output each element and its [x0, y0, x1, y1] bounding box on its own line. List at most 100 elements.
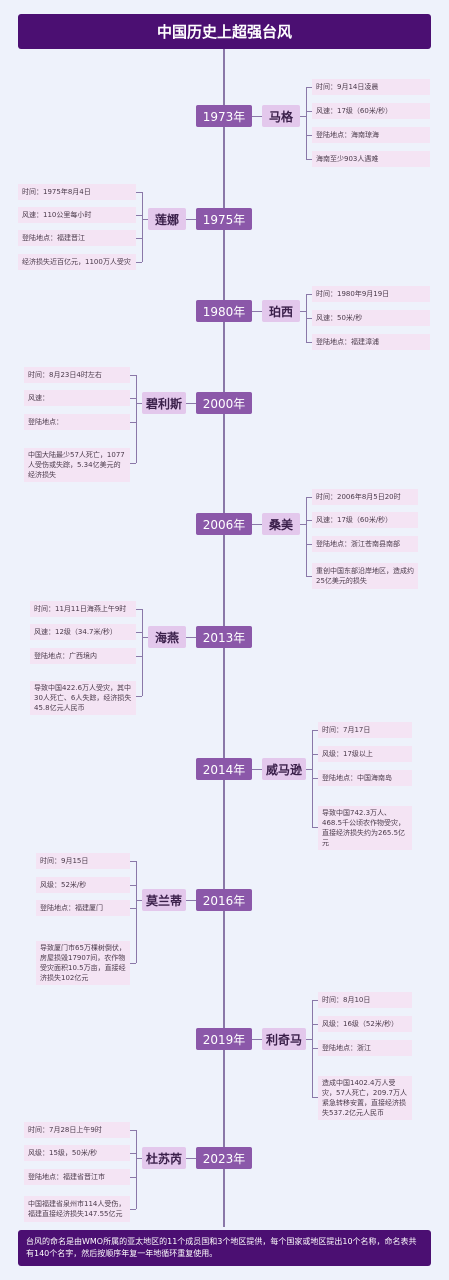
connector-line — [186, 403, 196, 404]
detail-item: 登陆地点：浙江 — [318, 1040, 412, 1056]
year-label: 2000年 — [196, 392, 252, 414]
bracket-tick — [130, 1177, 136, 1178]
bracket-tick — [130, 463, 136, 464]
connector-line — [142, 219, 148, 220]
bracket-line — [306, 497, 307, 576]
detail-item: 登陆地点：广西境内 — [30, 648, 136, 664]
detail-item: 风级：17级以上 — [318, 746, 412, 762]
detail-item: 中国大陆最少57人死亡，1077人受伤或失踪，5.34亿美元的经济损失 — [24, 448, 130, 482]
year-label: 2023年 — [196, 1147, 252, 1169]
connector-line — [252, 524, 262, 525]
bracket-tick — [136, 215, 142, 216]
typhoon-name: 海燕 — [148, 626, 186, 648]
connector-line — [252, 769, 262, 770]
bracket-tick — [136, 632, 142, 633]
detail-item: 登陆地点： — [24, 414, 130, 430]
detail-item: 登陆地点：中国海南岛 — [318, 770, 412, 786]
detail-item: 时间：9月14日凌晨 — [312, 79, 430, 95]
bracket-tick — [130, 422, 136, 423]
bracket-tick — [136, 238, 142, 239]
bracket-tick — [130, 1130, 136, 1131]
detail-item: 时间：1975年8月4日 — [18, 184, 136, 200]
bracket-tick — [130, 963, 136, 964]
detail-item: 登陆地点：福建漳浦 — [312, 334, 430, 350]
detail-item: 重创中国东部沿岸地区，造成约25亿美元的损失 — [312, 563, 418, 589]
detail-item: 风速： — [24, 390, 130, 406]
detail-item: 导致厦门市65万棵树倒伏，房屋损毁17907间，农作物受灾面积10.5万亩，直接… — [36, 941, 130, 985]
bracket-tick — [130, 861, 136, 862]
typhoon-name: 威马逊 — [262, 758, 306, 780]
typhoon-name: 莲娜 — [148, 208, 186, 230]
bracket-tick — [306, 544, 312, 545]
detail-item: 风级：15级，50米/秒 — [24, 1145, 130, 1161]
detail-item: 中国福建省泉州市114人受伤，福建直接经济损失147.55亿元 — [24, 1196, 130, 1222]
bracket-tick — [306, 497, 312, 498]
page-title: 中国历史上超强台风 — [18, 14, 431, 49]
bracket-line — [136, 1130, 137, 1209]
connector-line — [136, 403, 142, 404]
connector-line — [306, 769, 312, 770]
connector-line — [300, 311, 306, 312]
detail-item: 风速：17级（60米/秒） — [312, 512, 418, 528]
detail-item: 时间：9月15日 — [36, 853, 130, 869]
bracket-tick — [312, 778, 318, 779]
year-label: 2013年 — [196, 626, 252, 648]
bracket-tick — [130, 375, 136, 376]
typhoon-name: 莫兰蒂 — [142, 889, 186, 911]
bracket-tick — [306, 520, 312, 521]
bracket-tick — [136, 192, 142, 193]
connector-line — [252, 1039, 262, 1040]
bracket-line — [306, 87, 307, 159]
bracket-tick — [306, 159, 312, 160]
bracket-tick — [306, 318, 312, 319]
connector-line — [252, 311, 262, 312]
year-label: 1975年 — [196, 208, 252, 230]
detail-item: 时间：8月23日4时左右 — [24, 367, 130, 383]
typhoon-name: 碧利斯 — [142, 392, 186, 414]
typhoon-name: 利奇马 — [262, 1028, 306, 1050]
footer-note: 台风的命名是由WMO所属的亚太地区的11个成员国和3个地区提供，每个国家或地区提… — [18, 1230, 431, 1266]
detail-item: 导致中国742.3万人、468.5千公顷农作物受灾，直接经济损失约为265.5亿… — [318, 806, 412, 850]
detail-item: 登陆地点：海南琼海 — [312, 127, 430, 143]
bracket-tick — [136, 696, 142, 697]
bracket-tick — [306, 294, 312, 295]
bracket-tick — [312, 1097, 318, 1098]
detail-item: 风速：17级（60米/秒） — [312, 103, 430, 119]
detail-item: 时间：8月10日 — [318, 992, 412, 1008]
detail-item: 登陆地点：浙江苍南县南部 — [312, 536, 418, 552]
detail-item: 登陆地点：福建厦门 — [36, 900, 130, 916]
connector-line — [136, 900, 142, 901]
bracket-tick — [306, 342, 312, 343]
detail-item: 造成中国1402.4万人受灾，57人死亡，209.7万人紧急转移安置，直接经济损… — [318, 1076, 412, 1120]
typhoon-name: 桑美 — [262, 513, 300, 535]
bracket-tick — [306, 111, 312, 112]
detail-item: 登陆地点：福建晋江 — [18, 230, 136, 246]
bracket-tick — [136, 609, 142, 610]
bracket-line — [142, 609, 143, 696]
detail-item: 登陆地点：福建省晋江市 — [24, 1169, 130, 1185]
bracket-tick — [130, 885, 136, 886]
connector-line — [252, 116, 262, 117]
connector-line — [142, 637, 148, 638]
detail-item: 经济损失近百亿元，1100万人受灾 — [18, 254, 136, 270]
detail-item: 时间：11月11日海燕上午9时 — [30, 601, 136, 617]
year-label: 1980年 — [196, 300, 252, 322]
bracket-line — [142, 192, 143, 262]
detail-item: 风级：16级（52米/秒） — [318, 1016, 412, 1032]
bracket-tick — [130, 398, 136, 399]
typhoon-name: 珀西 — [262, 300, 300, 322]
bracket-tick — [306, 135, 312, 136]
bracket-tick — [312, 754, 318, 755]
connector-line — [186, 1158, 196, 1159]
connector-line — [186, 219, 196, 220]
bracket-tick — [306, 87, 312, 88]
bracket-tick — [130, 908, 136, 909]
bracket-tick — [312, 1000, 318, 1001]
bracket-tick — [130, 1153, 136, 1154]
bracket-tick — [312, 1048, 318, 1049]
detail-item: 风级：52米/秒 — [36, 877, 130, 893]
year-label: 2019年 — [196, 1028, 252, 1050]
connector-line — [186, 900, 196, 901]
detail-item: 风速：110公里每小时 — [18, 207, 136, 223]
bracket-tick — [136, 656, 142, 657]
